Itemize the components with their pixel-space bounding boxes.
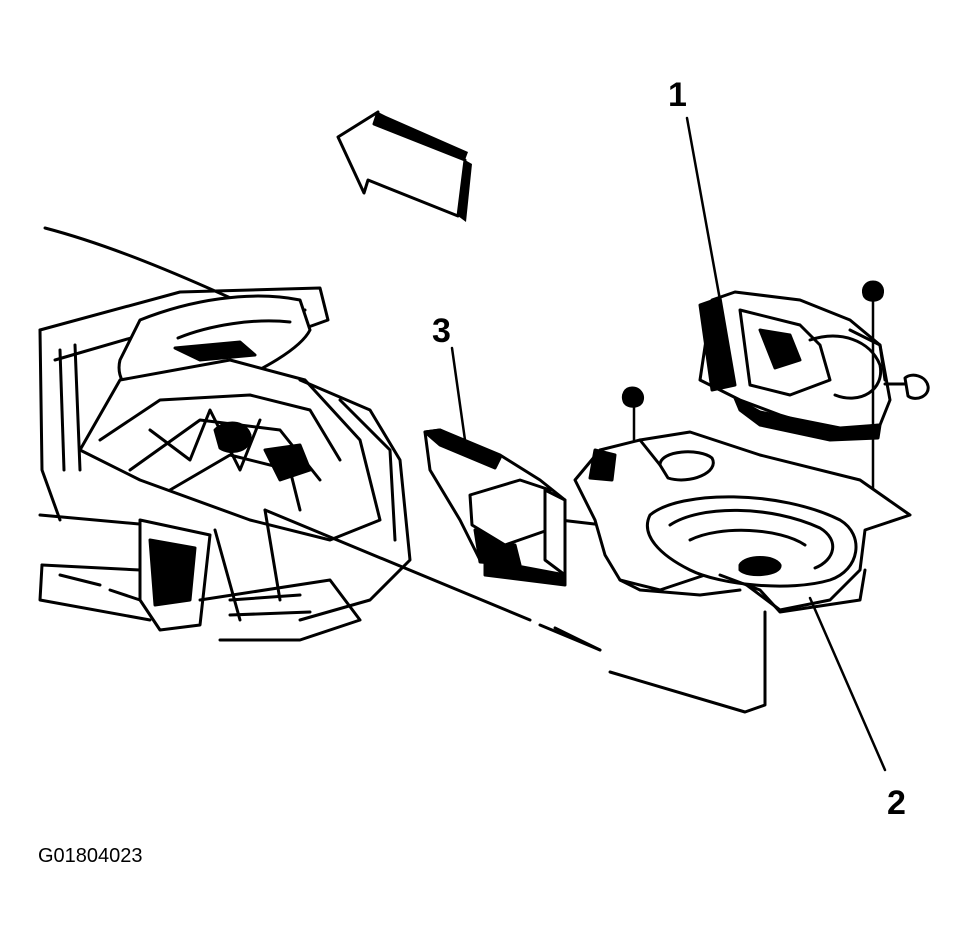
callout-1-label: 1 xyxy=(668,76,687,114)
figure-code: G01804023 xyxy=(38,845,143,867)
callout-3-label: 3 xyxy=(432,312,451,350)
callout-2-label: 2 xyxy=(887,784,906,822)
part-3-bracket xyxy=(423,346,567,587)
direction-arrow-icon xyxy=(336,110,472,222)
vehicle-rear-body xyxy=(38,226,602,652)
part-1-housing xyxy=(685,116,892,442)
part-2-floor-pan xyxy=(553,430,912,772)
